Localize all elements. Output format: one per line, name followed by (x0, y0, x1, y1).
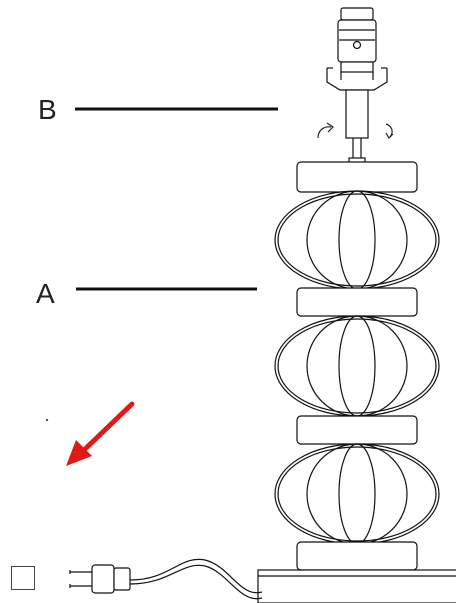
select-checkbox[interactable] (11, 566, 35, 590)
curved-arrow-left-icon (317, 122, 334, 139)
spacer-ring-1 (296, 287, 418, 317)
gourd-segment-2 (274, 315, 440, 417)
spacer-ring-2 (296, 415, 418, 445)
base-ring (296, 541, 418, 571)
lamp-socket (337, 7, 377, 80)
gourd-segment-3 (274, 443, 440, 545)
lamp-neck (345, 89, 369, 164)
power-plug-icon (69, 564, 131, 594)
callout-label-b: B (38, 94, 57, 125)
gourd-segment-1 (274, 190, 440, 290)
curved-arrow-right-icon (385, 123, 394, 139)
red-arrow-down-left-icon (45, 401, 135, 466)
base-plate (257, 569, 456, 603)
top-cap (296, 161, 418, 193)
callout-label-a: A (36, 278, 55, 309)
power-cord (129, 558, 263, 600)
